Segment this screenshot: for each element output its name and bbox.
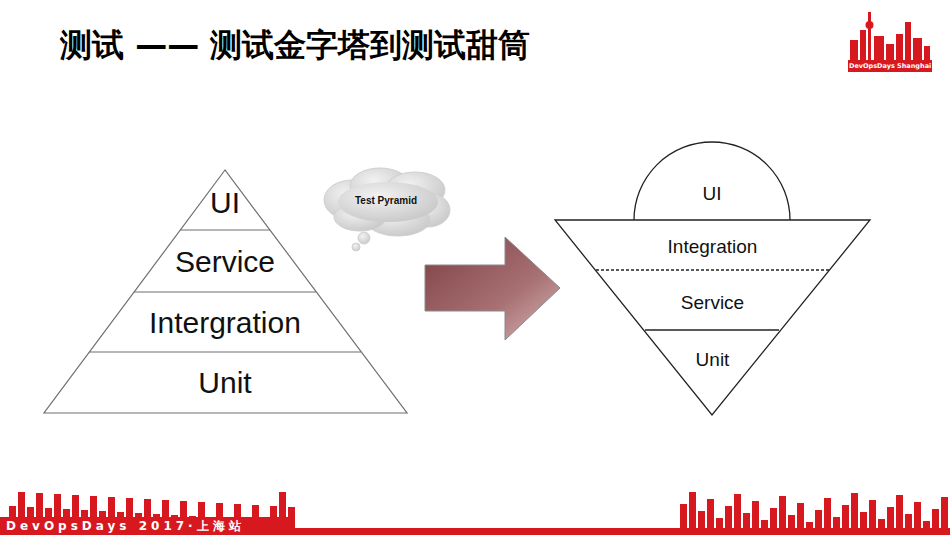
building [743,513,750,528]
callout-cloud: Test Pyramid [338,188,434,212]
layer-label: Unit [198,366,251,399]
cone-layer: Service [625,280,800,326]
building [689,492,696,528]
building [860,512,867,528]
building [770,508,777,528]
building [824,498,831,528]
building [725,506,732,528]
building [698,511,705,528]
building [761,520,768,528]
footer-text: DevOpsDays 2017·上海站 [6,518,245,535]
building [932,509,939,528]
footer-band [0,517,290,535]
building [941,497,948,528]
pyramid-band: Intergration [105,294,345,350]
building [716,518,723,528]
building [905,514,912,528]
building [869,500,876,528]
building [923,521,930,528]
cone-scoop: UI [667,172,757,216]
building [734,494,741,528]
layer-label: UI [210,186,240,219]
cone-layer: Unit [665,338,760,382]
callout-text: Test Pyramid [355,195,417,206]
layer-label: Integration [668,237,758,258]
logo-skyline [848,12,932,72]
building [887,507,894,528]
pyramid-band: Service [150,233,300,290]
building [914,502,921,528]
building [851,493,858,528]
cone-layer: Integration [600,226,825,268]
building [752,501,759,528]
building [833,517,840,528]
thought-cloud [324,168,450,251]
layer-label: Intergration [149,306,301,339]
layer-label: UI [703,184,722,205]
building [779,496,786,528]
building [707,499,714,528]
building [815,510,822,528]
layer-label: Unit [696,350,730,371]
transition-arrow [425,237,560,340]
cone-outline [555,142,870,415]
building [842,505,849,528]
layer-label: Service [681,293,744,314]
building [896,495,903,528]
building [797,503,804,528]
pyramid-band: UI [195,176,255,228]
building [878,519,885,528]
slide-title: 测试 —— 测试金字塔到测试甜筒 [60,24,530,68]
logo-text: DevOpsDays Shanghai [849,62,931,70]
layer-label: Service [175,245,275,278]
pyramid-band: Unit [90,354,360,411]
building [680,504,687,528]
building [788,515,795,528]
building [806,522,813,528]
